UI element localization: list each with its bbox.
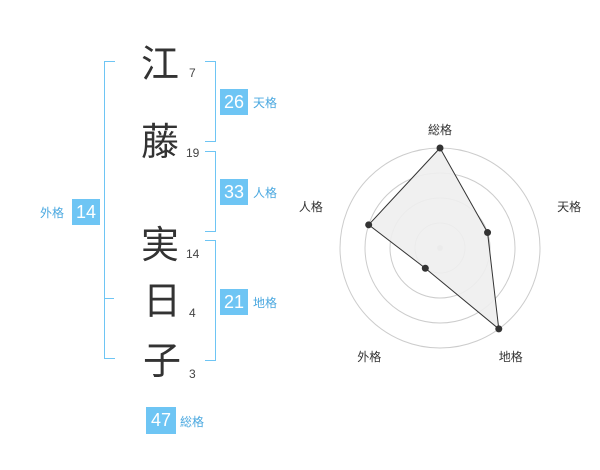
stroke-count-3: 14 [186, 247, 200, 261]
radar-axis-label-3: 地格 [499, 349, 523, 364]
jinkaku-label: 人格 [253, 186, 278, 200]
radar-point-5 [365, 221, 373, 229]
stroke-count-5: 3 [189, 367, 196, 381]
jinkaku-value: 33 [223, 182, 245, 202]
chikaku-label: 地格 [253, 296, 278, 310]
stroke-count-4: 4 [189, 306, 196, 320]
radar-axis-label-2: 天格 [557, 199, 581, 214]
name-char-5: 子 [143, 339, 182, 383]
chikaku-value: 21 [223, 292, 245, 312]
radar-value-polygon [367, 147, 500, 331]
name-char-2: 藤 [141, 120, 180, 164]
name-char-1: 江 [141, 42, 180, 86]
gaikaku-badge: 14 [72, 199, 100, 225]
name-char-4: 日 [143, 279, 182, 323]
radar-axis-label-5: 人格 [299, 199, 323, 214]
name-char-3: 実 [141, 223, 180, 267]
stroke-count-1: 7 [189, 66, 196, 80]
tenkaku-bracket [205, 61, 216, 142]
soukaku-badge: 47 [146, 407, 176, 434]
tenkaku-label: 天格 [253, 96, 278, 110]
gaikaku-value: 14 [75, 202, 97, 222]
radar-axis-label-1: 総格 [428, 122, 452, 137]
gaikaku-bracket [104, 61, 115, 359]
tenkaku-badge: 26 [220, 89, 248, 115]
gaikaku-bracket-tick [104, 298, 114, 299]
chikaku-badge: 21 [220, 289, 248, 315]
tenkaku-value: 26 [223, 92, 245, 112]
jinkaku-badge: 33 [220, 179, 248, 205]
stroke-count-2: 19 [186, 146, 200, 160]
radar-point-4 [421, 264, 429, 272]
radar-point-3 [495, 325, 503, 333]
radar-point-2 [484, 229, 492, 237]
gaikaku-label: 外格 [40, 206, 65, 220]
soukaku-value: 47 [150, 410, 172, 430]
radar-point-1 [436, 144, 444, 152]
radar-axis-label-4: 外格 [357, 349, 381, 364]
radar-plot [365, 144, 503, 333]
jinkaku-bracket [205, 151, 216, 232]
soukaku-label: 総格 [180, 415, 205, 429]
chikaku-bracket [205, 240, 216, 361]
